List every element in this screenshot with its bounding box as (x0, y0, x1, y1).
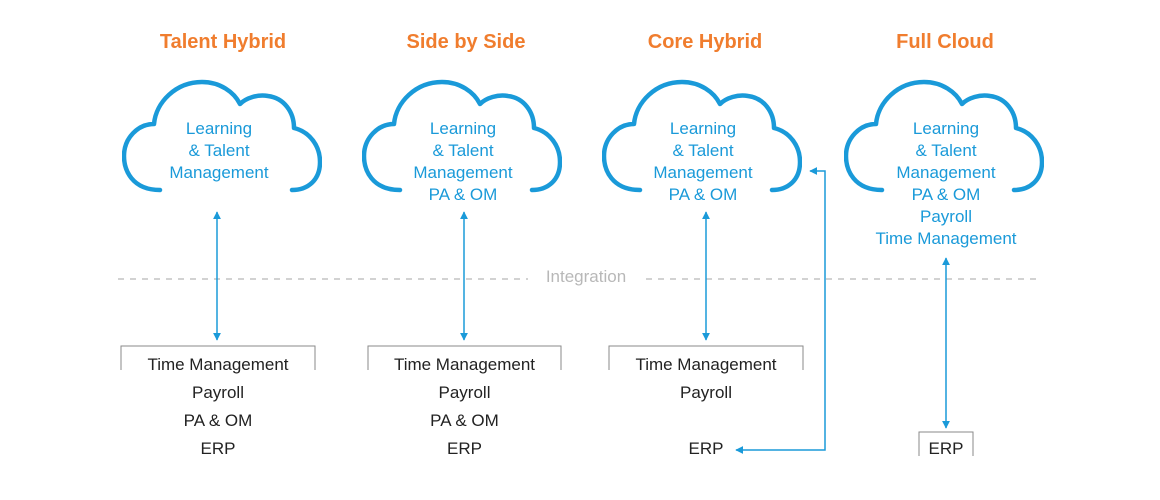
cloud-module: PA & OM (428, 185, 498, 204)
cloud-module: Management (653, 163, 753, 182)
on-premise-module: PA & OM (430, 411, 499, 430)
cloud-module: PA & OM (911, 185, 981, 204)
on-premise-module: Time Management (393, 355, 536, 374)
cloud-module: PA & OM (668, 185, 738, 204)
scenario-title: Core Hybrid (647, 31, 763, 53)
cloud-module: Time Management (875, 229, 1017, 248)
cloud-modules: Learning & Talent Management PA & OM (598, 118, 808, 206)
integration-label: Integration (528, 267, 644, 287)
scenario-title: Side by Side (406, 31, 526, 53)
cloud-module: Learning (429, 119, 497, 138)
cloud-module: & Talent (672, 141, 734, 160)
on-premise-module: ERP (688, 439, 724, 458)
on-premise-module: PA & OM (183, 411, 253, 430)
scenario-title: Talent Hybrid (159, 31, 287, 53)
cloud-modules: Learning & Talent Management PA & OM Pay… (841, 118, 1051, 250)
cloud-module: Learning (669, 119, 737, 138)
on-premise-modules: ERP (919, 435, 973, 463)
on-premise-modules: Time Management Payroll PA & OM ERP (368, 351, 561, 463)
cloud-module: & Talent (188, 141, 250, 160)
cloud-module: Learning (912, 119, 980, 138)
cloud-module: & Talent (432, 141, 494, 160)
on-premise-box (608, 345, 804, 370)
on-premise-module: Time Management (147, 355, 289, 374)
cloud-module: Payroll (920, 207, 972, 226)
scenario-title: Full Cloud (896, 31, 994, 53)
cloud-module: Management (169, 163, 269, 182)
on-premise-module: Time Management (635, 355, 777, 374)
cloud-module: Management (413, 163, 513, 182)
on-premise-module: ERP (928, 439, 964, 458)
on-premise-module: ERP (200, 439, 236, 458)
on-premise-module: Payroll (680, 383, 732, 402)
cloud-module: Learning (185, 119, 253, 138)
on-premise-box (120, 345, 316, 370)
cloud-module: & Talent (915, 141, 977, 160)
on-premise-gap (609, 407, 803, 435)
on-premise-modules: Time Management Payroll ERP (609, 351, 803, 463)
erp-connector-arrow (735, 167, 826, 454)
cloud-modules: Learning & Talent Management (114, 118, 324, 184)
on-premise-module: Payroll (438, 383, 491, 402)
on-premise-module: Payroll (192, 383, 244, 402)
on-premise-modules: Time Management Payroll PA & OM ERP (121, 351, 315, 463)
on-premise-box (367, 345, 562, 370)
cloud-module: Management (896, 163, 996, 182)
on-premise-box (918, 431, 974, 456)
cloud-modules: Learning & Talent Management PA & OM (358, 118, 568, 206)
on-premise-module: ERP (447, 439, 482, 458)
